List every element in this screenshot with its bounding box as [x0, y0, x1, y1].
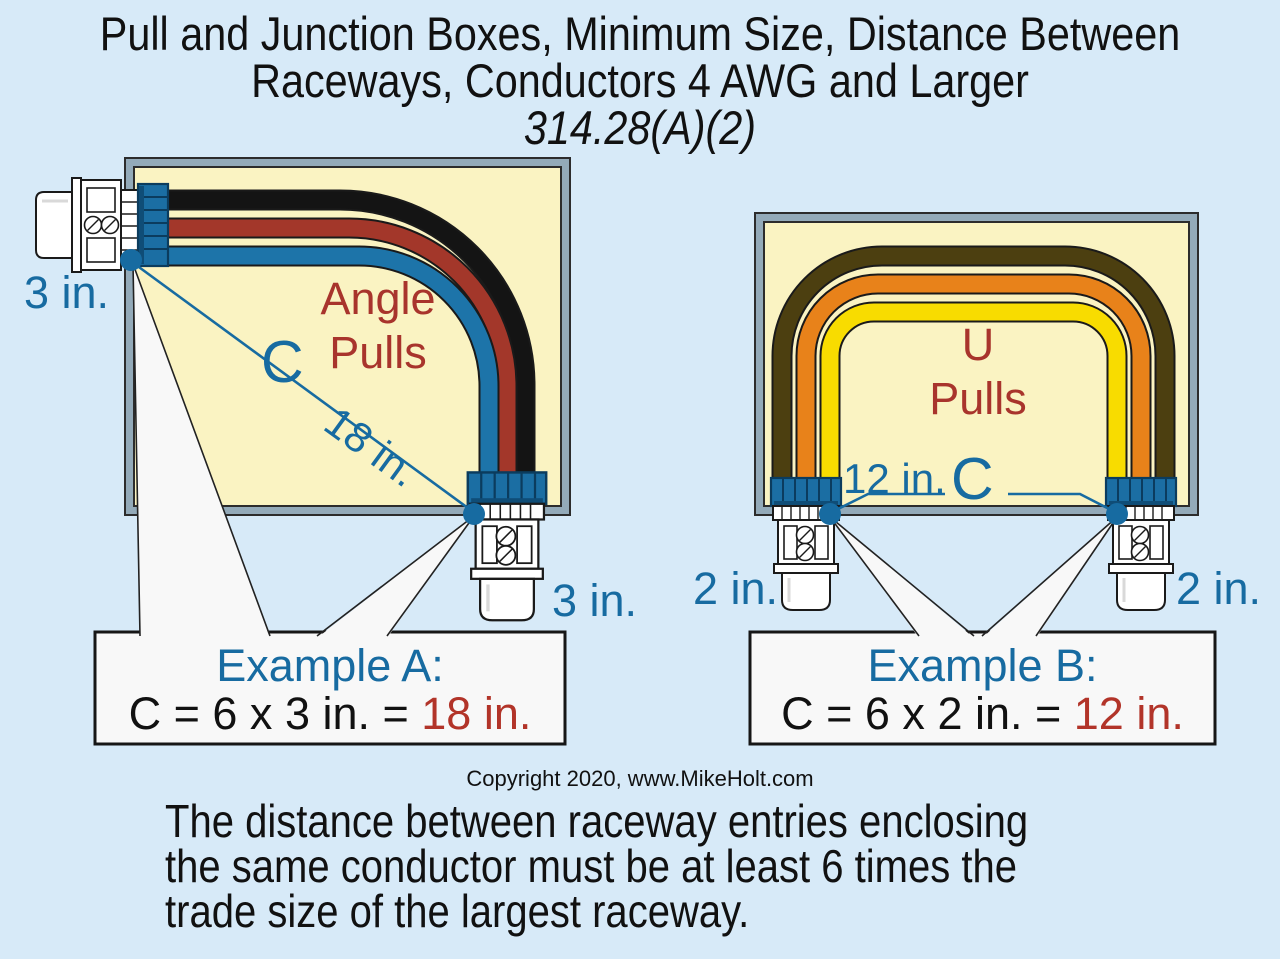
- u-span-distance-label: 12 in.: [843, 455, 946, 502]
- u-pull-box: [754, 212, 1199, 610]
- example-b-box: [748, 630, 1217, 746]
- u-right-fitting: [1106, 478, 1176, 610]
- conductor-black: [160, 191, 534, 482]
- angle-exit-size-label: 3 in.: [552, 575, 638, 626]
- example-a-result: 18 in.: [421, 688, 532, 739]
- conductor-red: [160, 219, 516, 482]
- angle-dimension-line: [120, 249, 485, 525]
- title-line-2: Raceways, Conductors 4 AWG and Larger: [251, 54, 1029, 107]
- example-b-formula-prefix: C = 6 x 2 in. =: [781, 688, 1074, 739]
- example-a-formula-prefix: C = 6 x 3 in. =: [128, 688, 422, 739]
- u-right-point-dot: [1106, 503, 1128, 525]
- example-b-heading: Example B:: [867, 640, 1098, 691]
- conductor-blue: [160, 247, 498, 482]
- example-b-formula: C = 6 x 2 in. = 12 in.: [750, 691, 1215, 736]
- example-a-callout-wedges: [132, 263, 475, 638]
- u-c-label: C: [951, 446, 994, 512]
- angle-pulls-title: Angle Pulls: [288, 272, 468, 380]
- angle-pulls-title-line1: Angle: [320, 273, 436, 324]
- u-conductors: [771, 245, 1176, 500]
- u-left-size-label: 2 in.: [693, 563, 779, 614]
- angle-exit-point-dot: [463, 503, 485, 525]
- u-left-fitting: [771, 478, 841, 610]
- rule-note-line2: the same conductor must be at least 6 ti…: [165, 840, 1017, 892]
- example-b-result: 12 in.: [1073, 688, 1184, 739]
- u-dimension-line: [819, 492, 1128, 525]
- conductor-olive: [773, 247, 1174, 500]
- conductor-yellow: [821, 303, 1126, 500]
- u-pulls-title: U Pulls: [888, 318, 1068, 426]
- angle-entry-point-dot: [120, 249, 142, 271]
- title-line-1: Pull and Junction Boxes, Minimum Size, D…: [99, 7, 1181, 60]
- example-a-box: [93, 630, 567, 746]
- angle-entry-size-label: 3 in.: [24, 267, 110, 318]
- u-pulls-title-line2: Pulls: [929, 373, 1027, 424]
- example-a-formula: C = 6 x 3 in. = 18 in.: [95, 691, 565, 736]
- conductor-orange: [797, 275, 1150, 500]
- angle-pulls-title-line2: Pulls: [329, 327, 427, 378]
- example-a-heading: Example A:: [216, 640, 444, 691]
- rule-note-line1: The distance between raceway entries enc…: [165, 795, 1029, 847]
- page-title: Pull and Junction Boxes, Minimum Size, D…: [77, 10, 1203, 151]
- example-b-callout-wedges: [829, 516, 1118, 638]
- u-right-size-label: 2 in.: [1176, 563, 1262, 614]
- rule-note: The distance between raceway entries enc…: [165, 795, 1029, 937]
- code-reference: 314.28(A)(2): [523, 101, 757, 154]
- angle-c-label: C: [261, 329, 304, 395]
- u-pulls-title-line1: U: [961, 319, 995, 370]
- angle-conductors: [160, 189, 536, 482]
- angle-exit-fitting: [468, 472, 546, 620]
- rule-note-line3: trade size of the largest raceway.: [165, 885, 750, 937]
- angle-entry-fitting: [35, 177, 170, 273]
- u-left-point-dot: [819, 503, 841, 525]
- copyright-text: Copyright 2020, www.MikeHolt.com: [466, 766, 814, 791]
